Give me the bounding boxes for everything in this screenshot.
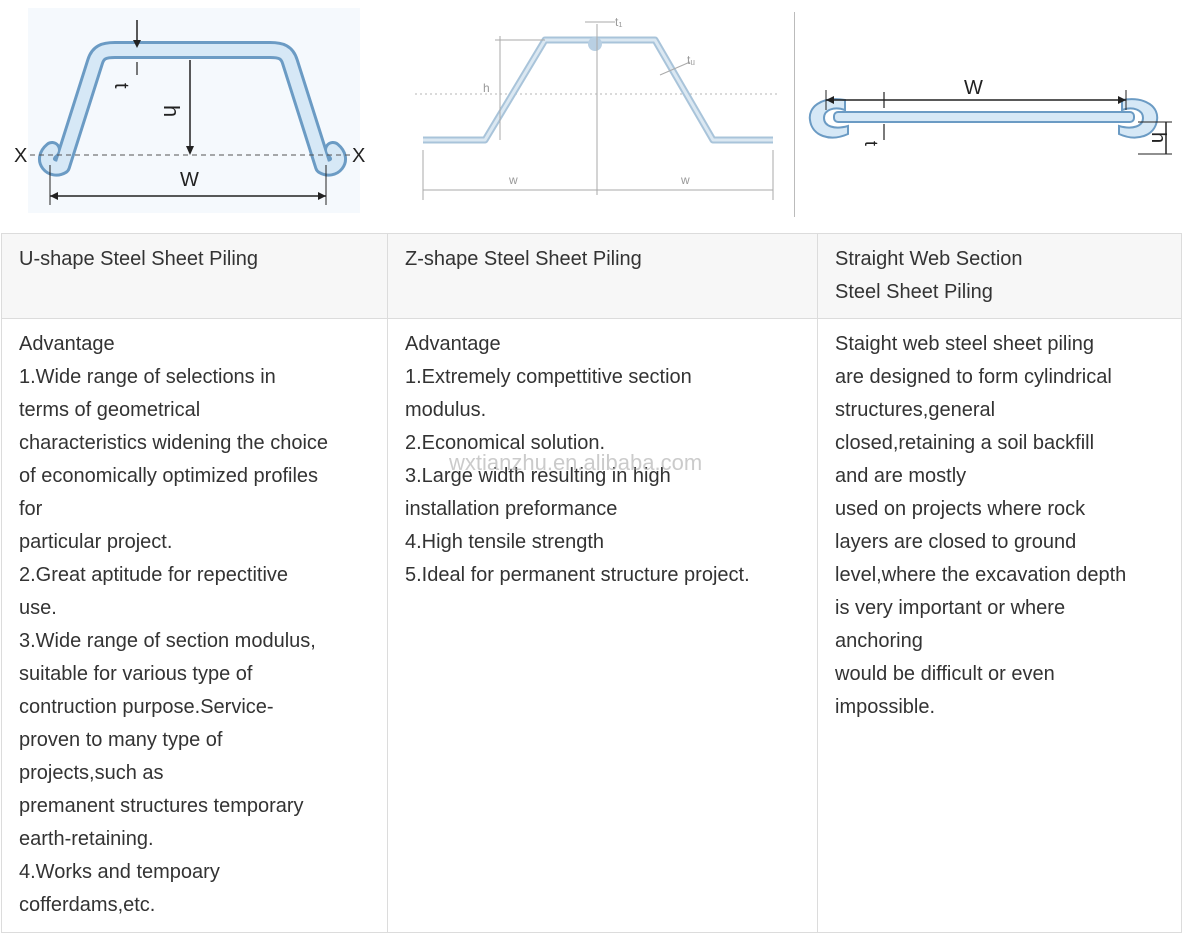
diagram-divider — [794, 12, 795, 217]
cell-straight-web: Staight web steel sheet piling are desig… — [817, 318, 1182, 933]
text-line: Advantage — [19, 333, 115, 355]
text-line: 3.Large width resulting in high — [405, 465, 671, 487]
spec-table: U-shape Steel Sheet Piling Z-shape Steel… — [1, 233, 1182, 933]
text-line: 3.Wide range of section modulus, — [19, 630, 316, 652]
cell-z-shape: Advantage 1.Extremely compettitive secti… — [387, 318, 818, 933]
z-shape-diagram: h t₁ tᵤ w w — [405, 0, 790, 225]
text-line: use. — [19, 597, 57, 619]
sw-label-w: W — [964, 77, 983, 99]
text-line: 4.High tensile strength — [405, 531, 605, 553]
text-line: cofferdams,etc. — [19, 894, 156, 916]
text-line: proven to many type of — [19, 729, 223, 751]
text-line: is very important or where — [835, 597, 1066, 619]
u-shape-diagram: W h t X X — [0, 0, 380, 225]
diagram-row: W h t X X h t₁ tᵤ w w — [0, 0, 1182, 232]
z-label-w-right: w — [680, 173, 690, 187]
text-line: 1.Wide range of selections in — [19, 366, 276, 388]
table-header-row: U-shape Steel Sheet Piling Z-shape Steel… — [1, 233, 1182, 319]
text-line: Advantage — [405, 333, 501, 355]
text-line: closed,retaining a soil backfill — [835, 432, 1095, 454]
sw-label-h: h — [1147, 132, 1169, 143]
text-line: structures,general — [835, 399, 996, 421]
text-line: installation preformance — [405, 498, 618, 520]
table-row: Advantage 1.Wide range of selections in … — [1, 318, 1182, 933]
text-line: 2.Economical solution. — [405, 432, 606, 454]
text-line: would be difficult or even — [835, 663, 1055, 685]
text-line: of economically optimized profiles — [19, 465, 319, 487]
header-z-shape-line: Z-shape Steel Sheet Piling — [405, 248, 642, 270]
header-straight-web-line: Straight Web Section — [835, 248, 1023, 270]
u-label-x-right: X — [352, 145, 365, 167]
text-line: earth-retaining. — [19, 828, 154, 850]
z-label-tw: tᵤ — [687, 53, 695, 67]
header-z-shape: Z-shape Steel Sheet Piling — [387, 233, 818, 319]
z-label-h: h — [483, 81, 490, 95]
header-u-shape-line: U-shape Steel Sheet Piling — [19, 248, 259, 270]
text-line: contruction purpose.Service- — [19, 696, 274, 718]
z-label-w-left: w — [508, 173, 518, 187]
text-line: modulus. — [405, 399, 487, 421]
text-line: for — [19, 498, 43, 520]
text-line: impossible. — [835, 696, 936, 718]
u-label-h: h — [159, 105, 184, 117]
z-label-t1: t₁ — [615, 15, 622, 29]
header-straight-web: Straight Web Section Steel Sheet Piling — [817, 233, 1182, 319]
u-label-t: t — [110, 83, 132, 89]
text-line: Staight web steel sheet piling — [835, 333, 1095, 355]
text-line: and are mostly — [835, 465, 967, 487]
text-line: used on projects where rock — [835, 498, 1086, 520]
u-label-w: W — [180, 169, 199, 191]
text-line: are designed to form cylindrical — [835, 366, 1112, 388]
text-line: 2.Great aptitude for repectitive — [19, 564, 289, 586]
header-u-shape: U-shape Steel Sheet Piling — [1, 233, 388, 319]
text-line: suitable for various type of — [19, 663, 253, 685]
text-line: terms of geometrical — [19, 399, 201, 421]
text-line: 5.Ideal for permanent structure project. — [405, 564, 750, 586]
text-line: particular project. — [19, 531, 173, 553]
text-line: 1.Extremely compettitive section — [405, 366, 692, 388]
text-line: premanent structures temporary — [19, 795, 304, 817]
text-line: layers are closed to ground — [835, 531, 1077, 553]
text-line: 4.Works and tempoary — [19, 861, 220, 883]
text-line: level,where the excavation depth — [835, 564, 1127, 586]
text-line: projects,such as — [19, 762, 164, 784]
straight-web-diagram: W t h — [800, 0, 1180, 225]
text-line: characteristics widening the choice — [19, 432, 329, 454]
header-straight-web-line: Steel Sheet Piling — [835, 281, 993, 303]
sw-label-t: t — [861, 141, 881, 146]
cell-u-shape: Advantage 1.Wide range of selections in … — [1, 318, 388, 933]
text-line: anchoring — [835, 630, 923, 652]
u-label-x-left: X — [14, 145, 27, 167]
